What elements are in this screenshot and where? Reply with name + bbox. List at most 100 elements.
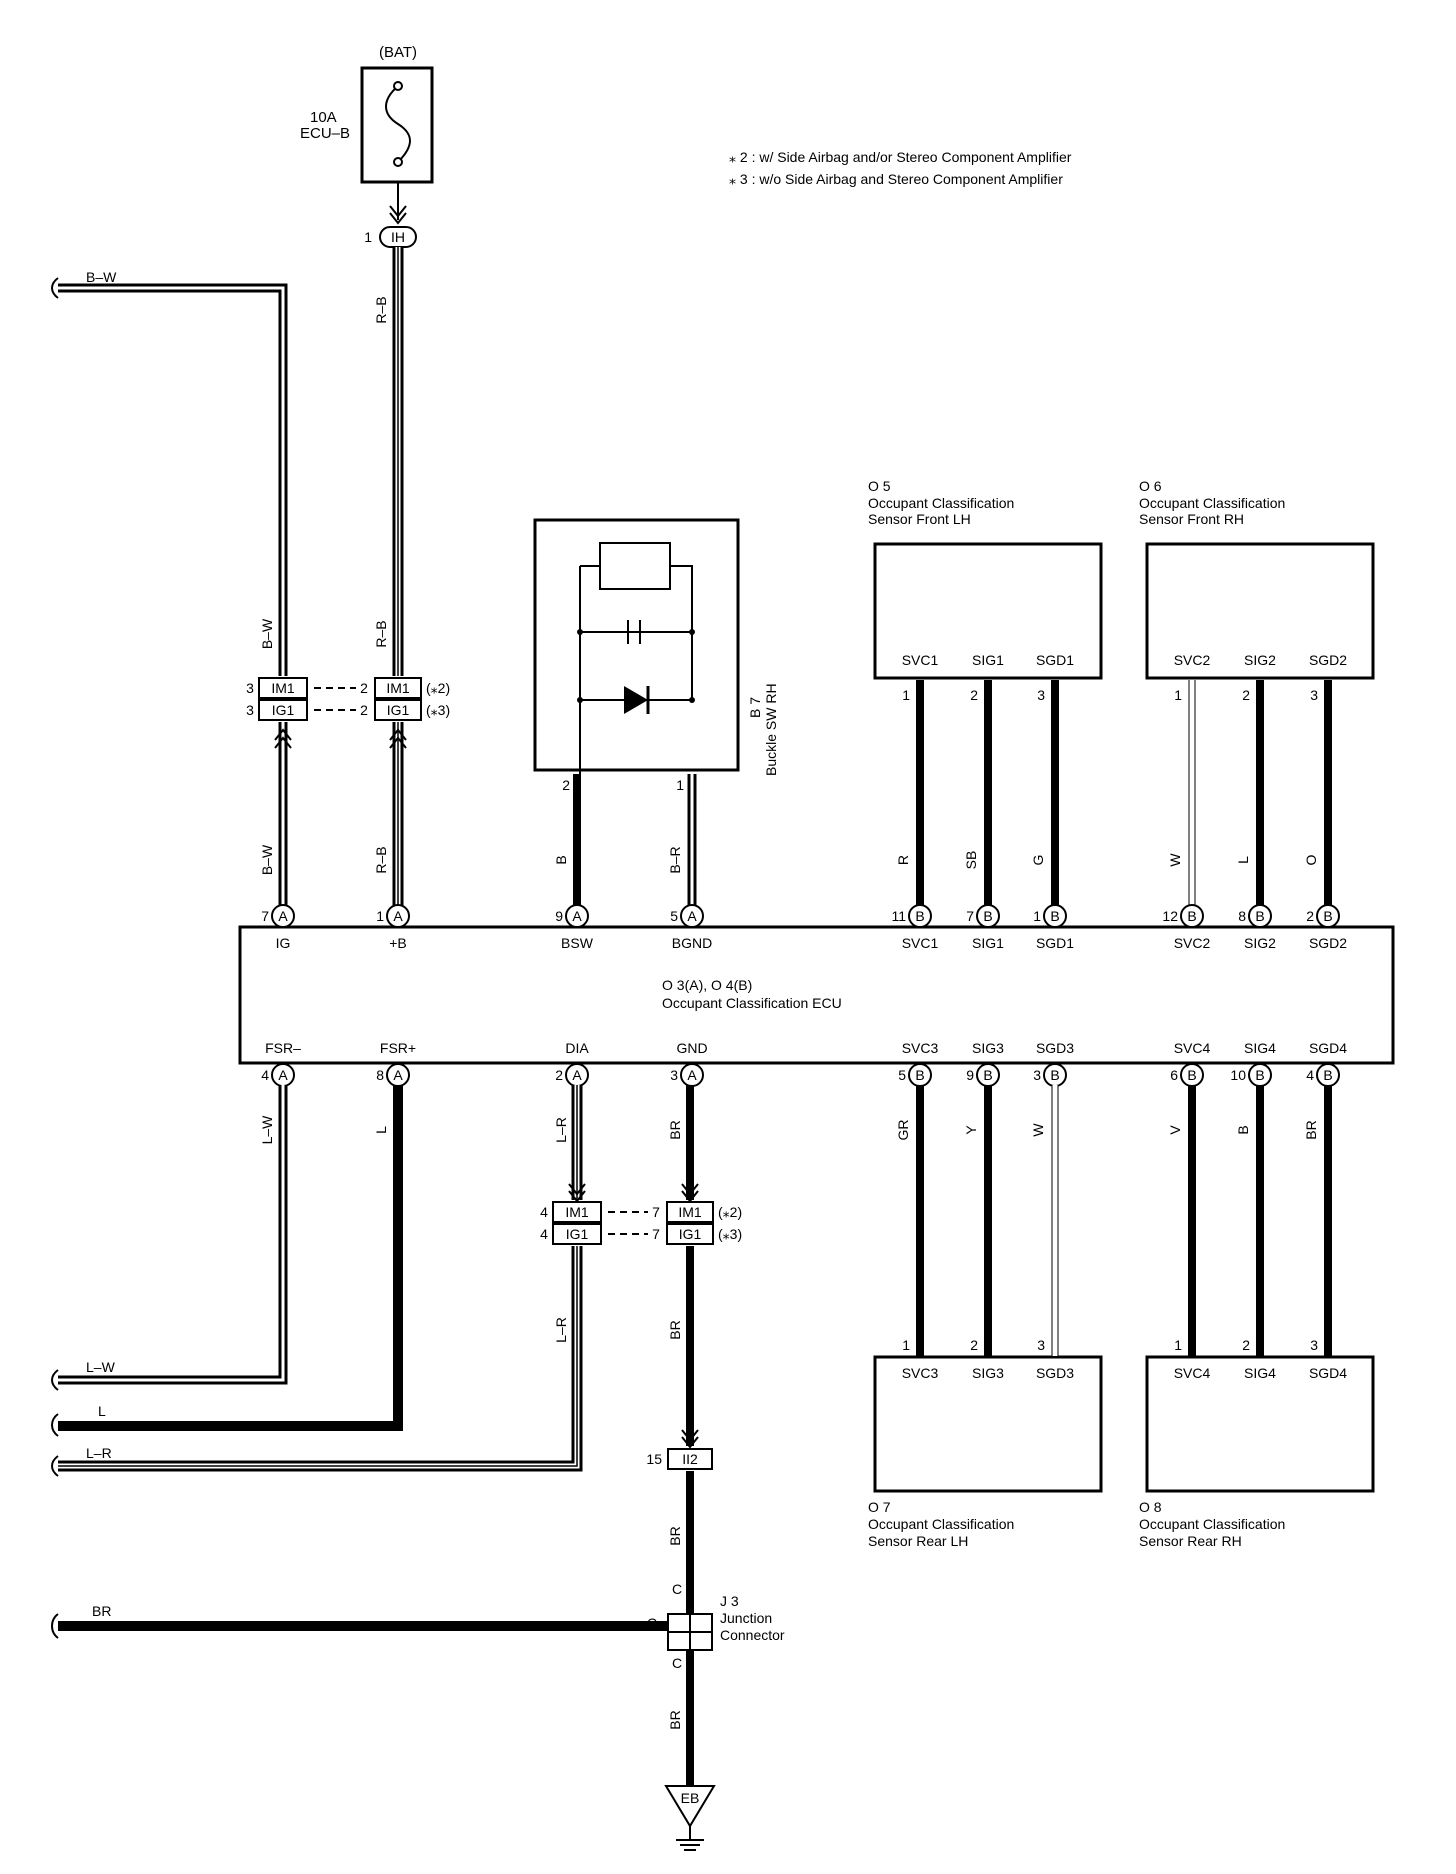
ii2-pin: 15	[646, 1451, 662, 1467]
jl-tag2: (⁎3)	[718, 1226, 742, 1242]
ju-left-pin1: 3	[246, 680, 254, 696]
wire-label-lr-3: L–R	[86, 1445, 112, 1461]
o8-pin2: 2	[1242, 1337, 1250, 1353]
ecu-top-pin-connector	[1043, 904, 1067, 928]
buckle-pin1: 1	[676, 777, 684, 793]
ecu-bottom-terminal-label: DIA	[565, 1040, 589, 1056]
wire-label-br-2: BR	[667, 1320, 683, 1339]
jl-right-pin1: 7	[652, 1204, 660, 1220]
o7-name2: Sensor Rear LH	[868, 1533, 968, 1549]
junction-upper: IM1 IG1 3 3 2 2 IM1 IG1 (⁎2) (⁎3)	[246, 677, 450, 721]
wire-label-l-2: L	[373, 1126, 389, 1134]
wire-label-br-3: BR	[667, 1526, 683, 1545]
wire-lw	[58, 1085, 288, 1385]
wire-label-v: V	[1167, 1125, 1183, 1135]
ecu-bottom-terminal-label: SGD3	[1036, 1040, 1074, 1056]
junction-lower: IM1 IG1 4 4 7 7 IM1 IG1 (⁎2) (⁎3)	[540, 1201, 742, 1245]
o6-term3: SGD2	[1309, 652, 1347, 668]
buckle-id: B 7	[747, 697, 763, 718]
ecu-top-conn-letter: A	[393, 908, 403, 924]
o6-term2: SIG2	[1244, 652, 1276, 668]
ih-pin: 1	[364, 229, 372, 245]
o5-name2: Sensor Front LH	[868, 511, 971, 527]
ecu-bottom-terminal-label: SVC4	[1174, 1040, 1211, 1056]
sensor-o5: O 5 Occupant Classification Sensor Front…	[868, 478, 1103, 703]
jl-tag1: (⁎2)	[718, 1204, 742, 1220]
o6-pin3: 3	[1310, 687, 1318, 703]
wire-label-br-4: BR	[667, 1710, 683, 1729]
ju-left-pin2: 3	[246, 702, 254, 718]
wire-label-g: G	[1030, 855, 1046, 866]
ecu-bottom-terminal-label: SGD4	[1309, 1040, 1347, 1056]
jl-left2: IG1	[566, 1226, 589, 1242]
ecu-top-pin-connector	[680, 904, 704, 928]
ecu-top-conn-letter: B	[983, 908, 992, 924]
ecu-bottom-pins: A4FSR–A8FSR+A2DIAA3GNDB5SVC3B9SIG3B3SGD3…	[261, 1040, 1347, 1087]
ecu-bottom-terminal-label: SVC3	[902, 1040, 939, 1056]
o8-id: O 8	[1139, 1499, 1162, 1515]
o7-name1: Occupant Classification	[868, 1516, 1014, 1532]
jl-left1: IM1	[565, 1204, 589, 1220]
ecu-top-pin-connector	[565, 904, 589, 928]
ecu-top-conn-letter: B	[1187, 908, 1196, 924]
ecu-top-conn-letter: A	[572, 908, 582, 924]
o8-name1: Occupant Classification	[1139, 1516, 1285, 1532]
fuse-source-label: (BAT)	[379, 44, 417, 61]
jl-right1: IM1	[678, 1204, 702, 1220]
o5-pin3: 3	[1037, 687, 1045, 703]
o5-term2: SIG1	[972, 652, 1004, 668]
ecu-top-pin-number: 12	[1162, 908, 1178, 924]
ecu-bottom-conn-letter: A	[572, 1067, 582, 1083]
o6-term1: SVC2	[1174, 652, 1211, 668]
ecu-bottom-pin-number: 4	[261, 1067, 269, 1083]
ecu-top-pin-number: 1	[1033, 908, 1041, 924]
ecu-top-terminal-label: SIG2	[1244, 935, 1276, 951]
o7-pin1: 1	[902, 1337, 910, 1353]
ecu-top-conn-letter: B	[1323, 908, 1332, 924]
ju-left2: IG1	[272, 702, 295, 718]
wire-label-l-3: L	[98, 1403, 106, 1419]
buckle-name: Buckle SW RH	[763, 683, 779, 776]
ecu: O 3(A), O 4(B) Occupant Classification E…	[238, 925, 1395, 1065]
wire-label-br-5: BR	[1303, 1120, 1319, 1139]
wire-label-lw-2: L–W	[86, 1359, 116, 1375]
o8-pin1: 1	[1174, 1337, 1182, 1353]
sensor-o8: SVC4 SIG4 SGD4 1 2 3 O 8 Occupant Classi…	[1139, 1337, 1375, 1549]
ground-icon: EB	[664, 1785, 716, 1851]
ecu-top-pin-number: 11	[891, 908, 906, 924]
note-2: ⁎ 2 : w/ Side Airbag and/or Stereo Compo…	[729, 149, 1072, 165]
fuse-rating: 10A	[310, 109, 337, 126]
wire-label-o: O	[1303, 854, 1319, 865]
wire-label-lr-1: L–R	[553, 1117, 569, 1143]
o7-id: O 7	[868, 1499, 891, 1515]
wire-label-sb: SB	[963, 851, 979, 870]
jl-left-pin2: 4	[540, 1226, 548, 1242]
ecu-bottom-pin-number: 4	[1306, 1067, 1314, 1083]
ecu-bottom-conn-letter: B	[1255, 1067, 1264, 1083]
fuse-name: ECU–B	[300, 125, 350, 142]
o6-name1: Occupant Classification	[1139, 495, 1285, 511]
ecu-top-pins: A7IGA1+BA9BSWA5BGNDB11SVC1B7SIG1B1SGD1B1…	[261, 904, 1347, 951]
ecu-bottom-pin-number: 5	[898, 1067, 906, 1083]
ecu-top-terminal-label: +B	[389, 935, 407, 951]
o7-pin3: 3	[1037, 1337, 1045, 1353]
ju-right1: IM1	[386, 680, 410, 696]
o5-term3: SGD1	[1036, 652, 1074, 668]
o5-pin2: 2	[970, 687, 978, 703]
ecu-top-conn-letter: B	[1050, 908, 1059, 924]
ecu-top-pin-number: 2	[1306, 908, 1314, 924]
wire-label-y: Y	[963, 1125, 979, 1135]
ju-tag2: (⁎3)	[426, 702, 450, 718]
j3-name1: Junction	[720, 1610, 772, 1626]
wire-label-w-1: W	[1167, 853, 1183, 867]
wire-label-b-2: B	[1235, 1125, 1251, 1134]
ecu-top-terminal-label: SIG1	[972, 935, 1004, 951]
ecu-bottom-pin-number: 6	[1170, 1067, 1178, 1083]
ii2-code: II2	[682, 1451, 698, 1467]
buckle-switch: B 7 Buckle SW RH 2 1	[533, 518, 779, 793]
ju-right-pin2: 2	[360, 702, 368, 718]
ii2-connector	[667, 1448, 713, 1470]
ecu-bottom-pin-number: 3	[670, 1067, 678, 1083]
wire-label-br-pin: B–R	[667, 846, 683, 873]
